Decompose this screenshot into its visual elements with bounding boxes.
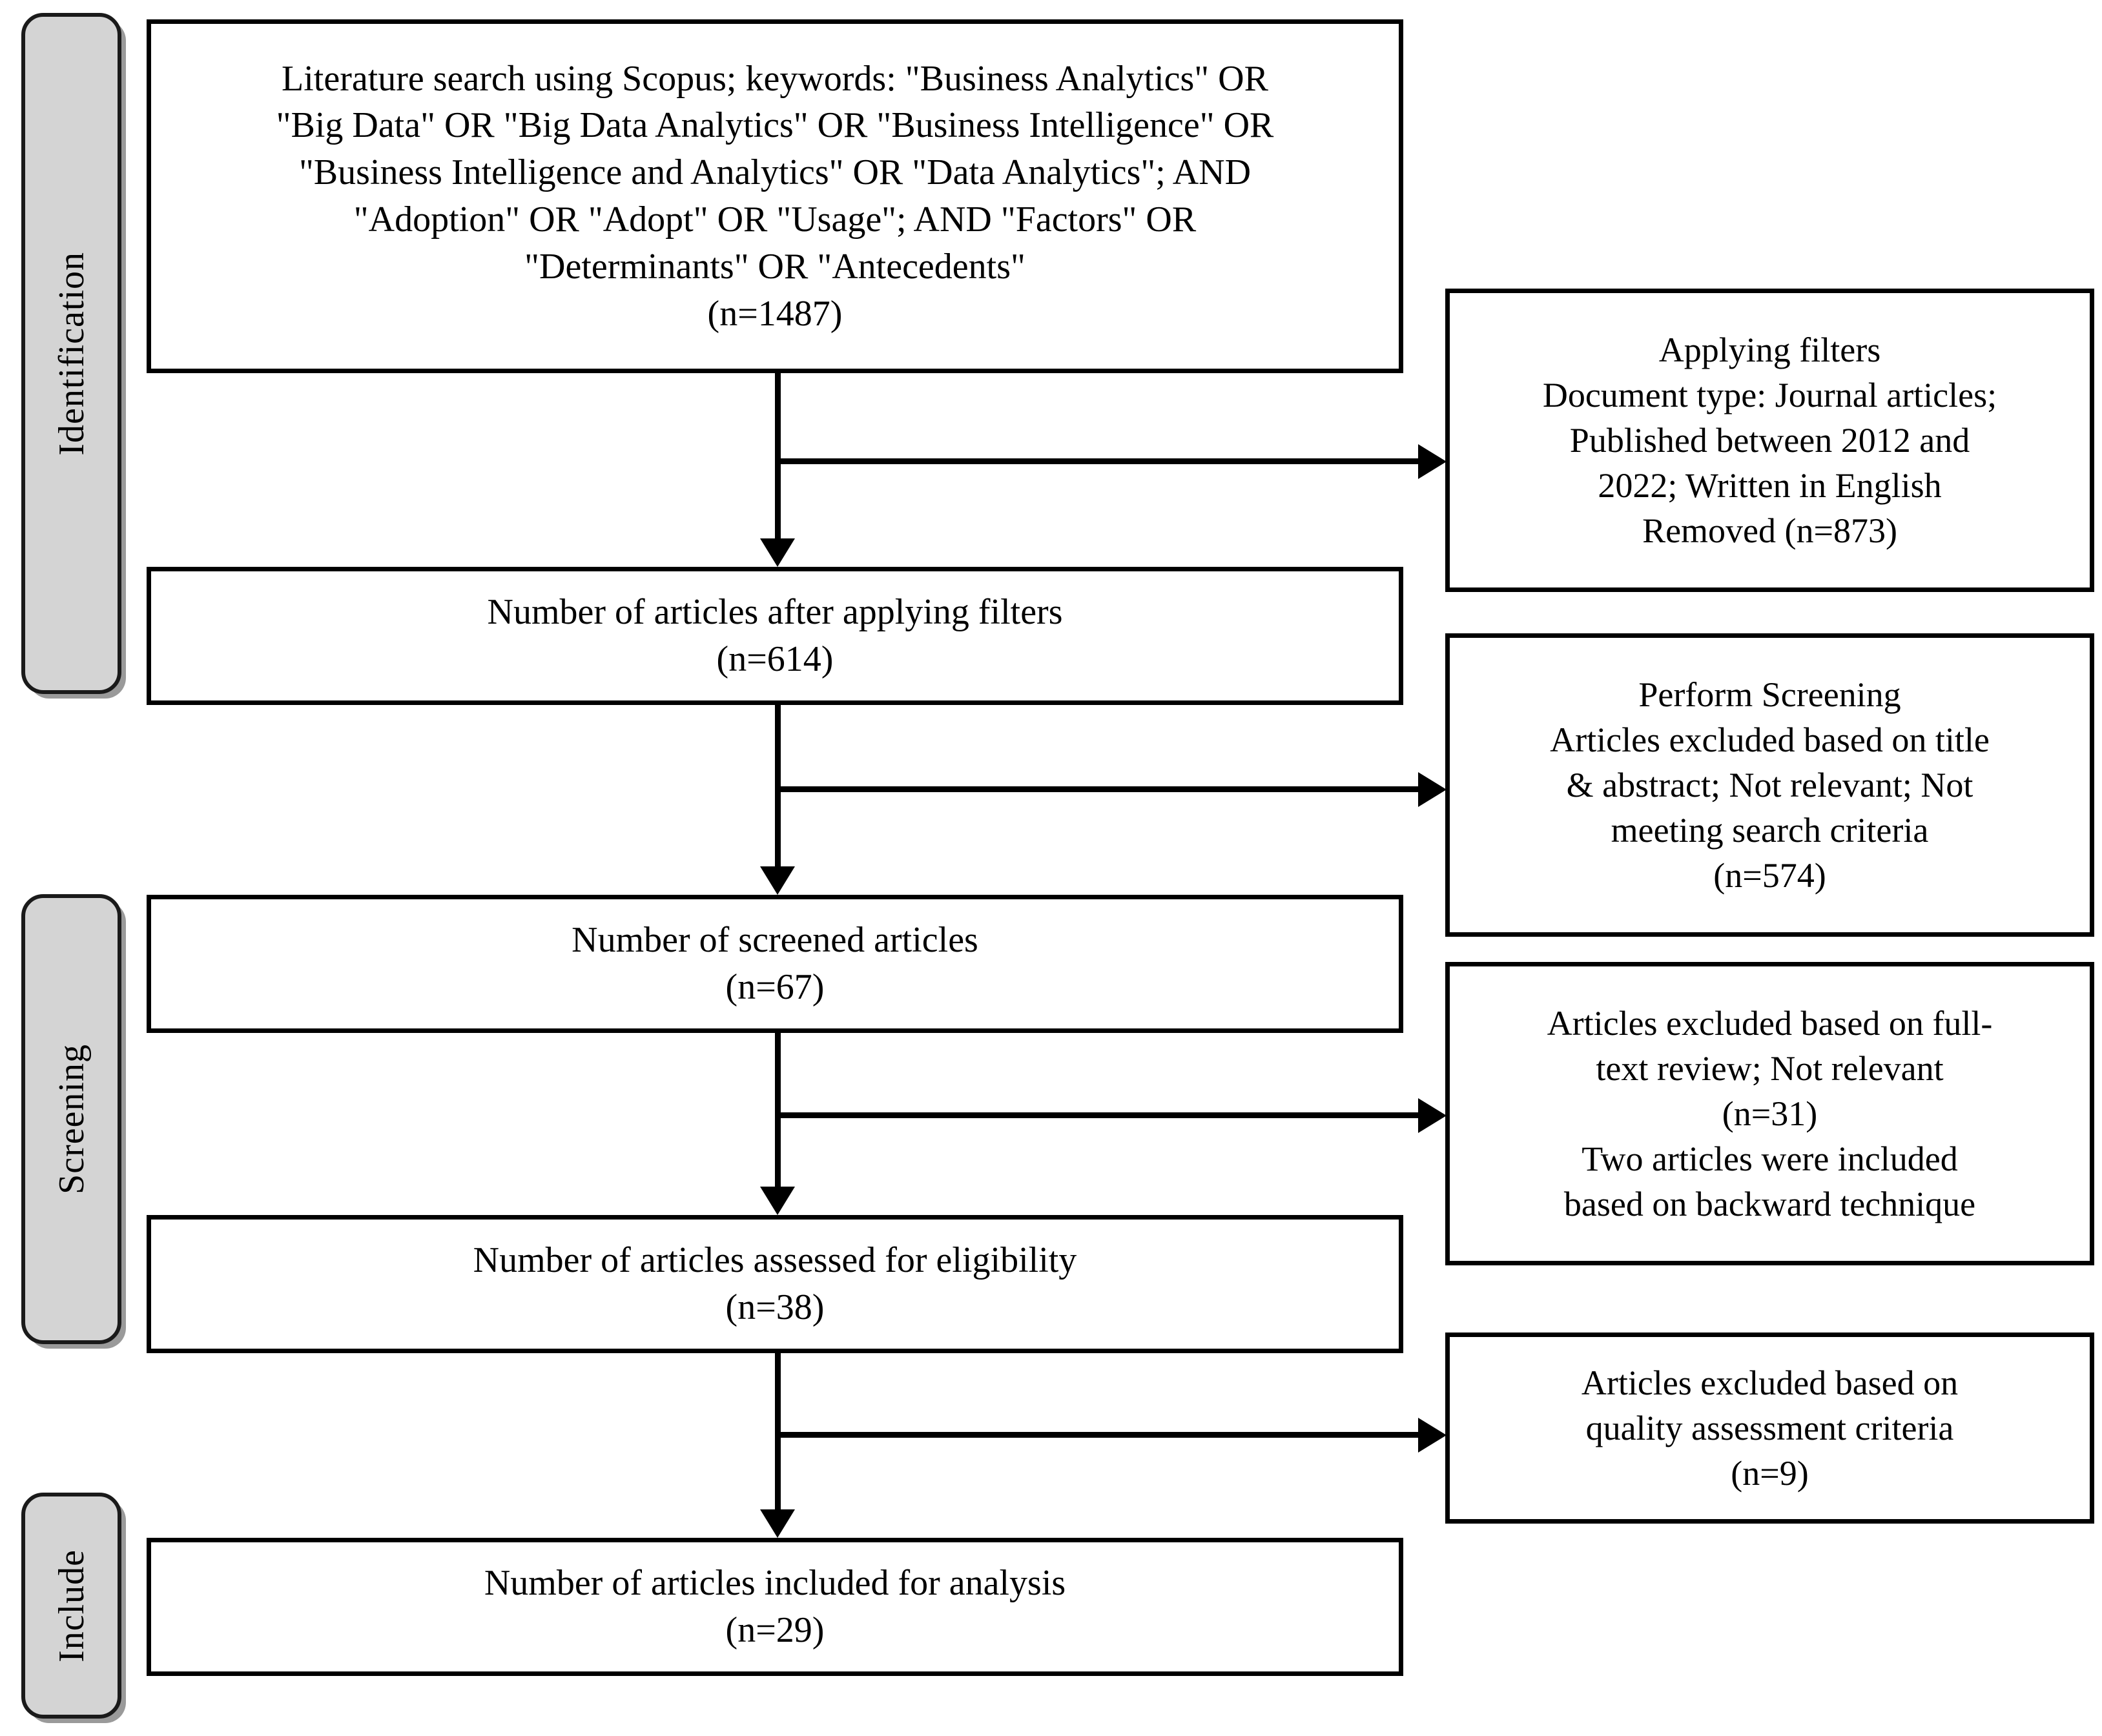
side-box-full-text-exclusion-line-1: Articles excluded based on full-	[1547, 1003, 1993, 1043]
connector-to-applying-filters-line	[778, 458, 1424, 464]
connector-filters-to-screened-arrow	[760, 866, 795, 895]
side-box-full-text-exclusion: Articles excluded based on full- text re…	[1445, 962, 2094, 1265]
flow-box-search-line-2: "Big Data" OR "Big Data Analytics" OR "B…	[276, 105, 1274, 146]
side-box-applying-filters-line-4: 2022; Written in English	[1598, 466, 1942, 505]
side-box-applying-filters-line-3: Published between 2012 and	[1569, 420, 1970, 460]
connector-to-quality-exclusion-line	[778, 1432, 1424, 1438]
connector-to-perform-screening-arrow	[1418, 772, 1447, 807]
connector-filters-to-screened-line	[775, 705, 781, 868]
flow-box-search: Literature search using Scopus; keywords…	[147, 19, 1403, 373]
flow-box-search-line-4: "Adoption" OR "Adopt" OR "Usage"; AND "F…	[353, 199, 1197, 240]
side-box-full-text-exclusion-line-4: Two articles were included	[1582, 1139, 1958, 1179]
side-box-perform-screening: Perform Screening Articles excluded base…	[1445, 633, 2094, 937]
stage-pill-identification: Identification	[21, 13, 121, 694]
flow-box-search-line-3: "Business Intelligence and Analytics" OR…	[298, 152, 1252, 193]
side-box-applying-filters: Applying filters Document type: Journal …	[1445, 289, 2094, 592]
flow-box-after-filters-count: (n=614)	[716, 639, 834, 679]
side-box-quality-exclusion: Articles excluded based on quality asses…	[1445, 1333, 2094, 1524]
side-box-quality-exclusion-count: (n=9)	[1731, 1454, 1809, 1493]
side-box-full-text-exclusion-line-2: text review; Not relevant	[1596, 1048, 1944, 1088]
connector-to-full-text-exclusion-arrow	[1418, 1098, 1447, 1133]
side-box-perform-screening-line-2: Articles excluded based on title	[1550, 720, 1990, 759]
connector-to-applying-filters-arrow	[1418, 444, 1447, 479]
side-box-full-text-exclusion-count: (n=31)	[1722, 1094, 1818, 1133]
connector-eligibility-to-included-arrow	[760, 1509, 795, 1538]
flow-box-after-filters-line-1: Number of articles after applying filter…	[487, 592, 1063, 633]
side-box-applying-filters-line-1: Applying filters	[1658, 330, 1881, 369]
connector-screened-to-eligibility-arrow	[760, 1187, 795, 1215]
flow-box-screened-line-1: Number of screened articles	[572, 920, 978, 961]
side-box-full-text-exclusion-line-5: based on backward technique	[1563, 1185, 1976, 1224]
side-box-quality-exclusion-line-2: quality assessment criteria	[1585, 1408, 1954, 1447]
connector-eligibility-to-included-line	[775, 1353, 781, 1511]
side-box-applying-filters-count: Removed (n=873)	[1642, 511, 1897, 551]
side-box-perform-screening-line-1: Perform Screening	[1638, 675, 1901, 714]
side-box-perform-screening-line-3: & abstract; Not relevant; Not	[1566, 765, 1973, 804]
connector-screened-to-eligibility-line	[775, 1033, 781, 1188]
flow-box-search-line-1: Literature search using Scopus; keywords…	[282, 58, 1268, 99]
flow-box-search-line-5: "Determinants" OR "Antecedents"	[524, 246, 1025, 287]
side-box-perform-screening-count: (n=574)	[1713, 856, 1826, 895]
connector-search-to-filters-line	[775, 373, 781, 540]
connector-to-full-text-exclusion-line	[778, 1112, 1424, 1118]
flow-box-search-count: (n=1487)	[707, 293, 843, 334]
flow-box-included-count: (n=29)	[725, 1610, 825, 1650]
side-box-quality-exclusion-line-1: Articles excluded based on	[1581, 1363, 1959, 1402]
flow-box-eligibility-line-1: Number of articles assessed for eligibil…	[473, 1240, 1077, 1281]
connector-to-perform-screening-line	[778, 786, 1424, 792]
stage-pill-screening: Screening	[21, 894, 121, 1344]
side-box-applying-filters-line-2: Document type: Journal articles;	[1542, 375, 1997, 414]
flow-box-screened-count: (n=67)	[725, 967, 825, 1007]
flow-box-after-filters: Number of articles after applying filter…	[147, 567, 1403, 705]
connector-to-quality-exclusion-arrow	[1418, 1418, 1447, 1453]
stage-label-screening: Screening	[51, 1044, 92, 1194]
flow-box-eligibility-count: (n=38)	[725, 1287, 825, 1327]
stage-pill-include: Include	[21, 1493, 121, 1719]
flow-box-screened: Number of screened articles (n=67)	[147, 895, 1403, 1033]
flow-box-included: Number of articles included for analysis…	[147, 1538, 1403, 1676]
flow-box-included-line-1: Number of articles included for analysis	[484, 1563, 1066, 1604]
flow-box-eligibility: Number of articles assessed for eligibil…	[147, 1215, 1403, 1353]
side-box-perform-screening-line-4: meeting search criteria	[1611, 811, 1929, 850]
stage-label-include: Include	[51, 1549, 92, 1662]
connector-search-to-filters-arrow	[760, 538, 795, 567]
stage-label-identification: Identification	[51, 251, 92, 456]
